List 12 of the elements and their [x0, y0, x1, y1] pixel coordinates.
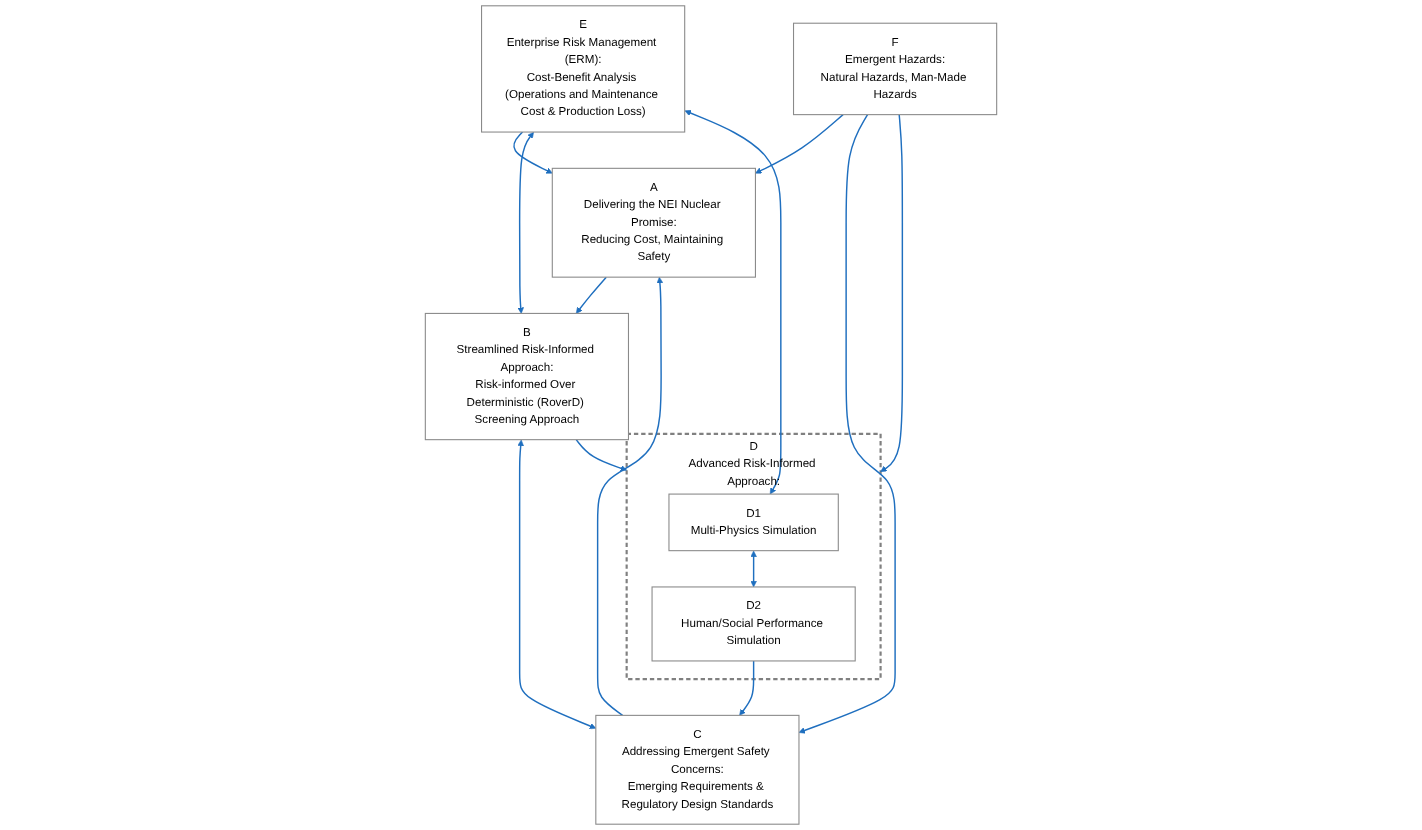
arrow [596, 276, 664, 717]
arrow [880, 113, 904, 472]
arrow [750, 550, 757, 588]
arrow [517, 132, 534, 314]
arrow [575, 276, 607, 314]
arrow [739, 660, 755, 716]
arrow [755, 113, 844, 174]
arrow [684, 110, 782, 495]
arrow [798, 113, 896, 734]
arrow [513, 131, 553, 174]
arrow [517, 439, 597, 730]
arrow [575, 438, 627, 472]
